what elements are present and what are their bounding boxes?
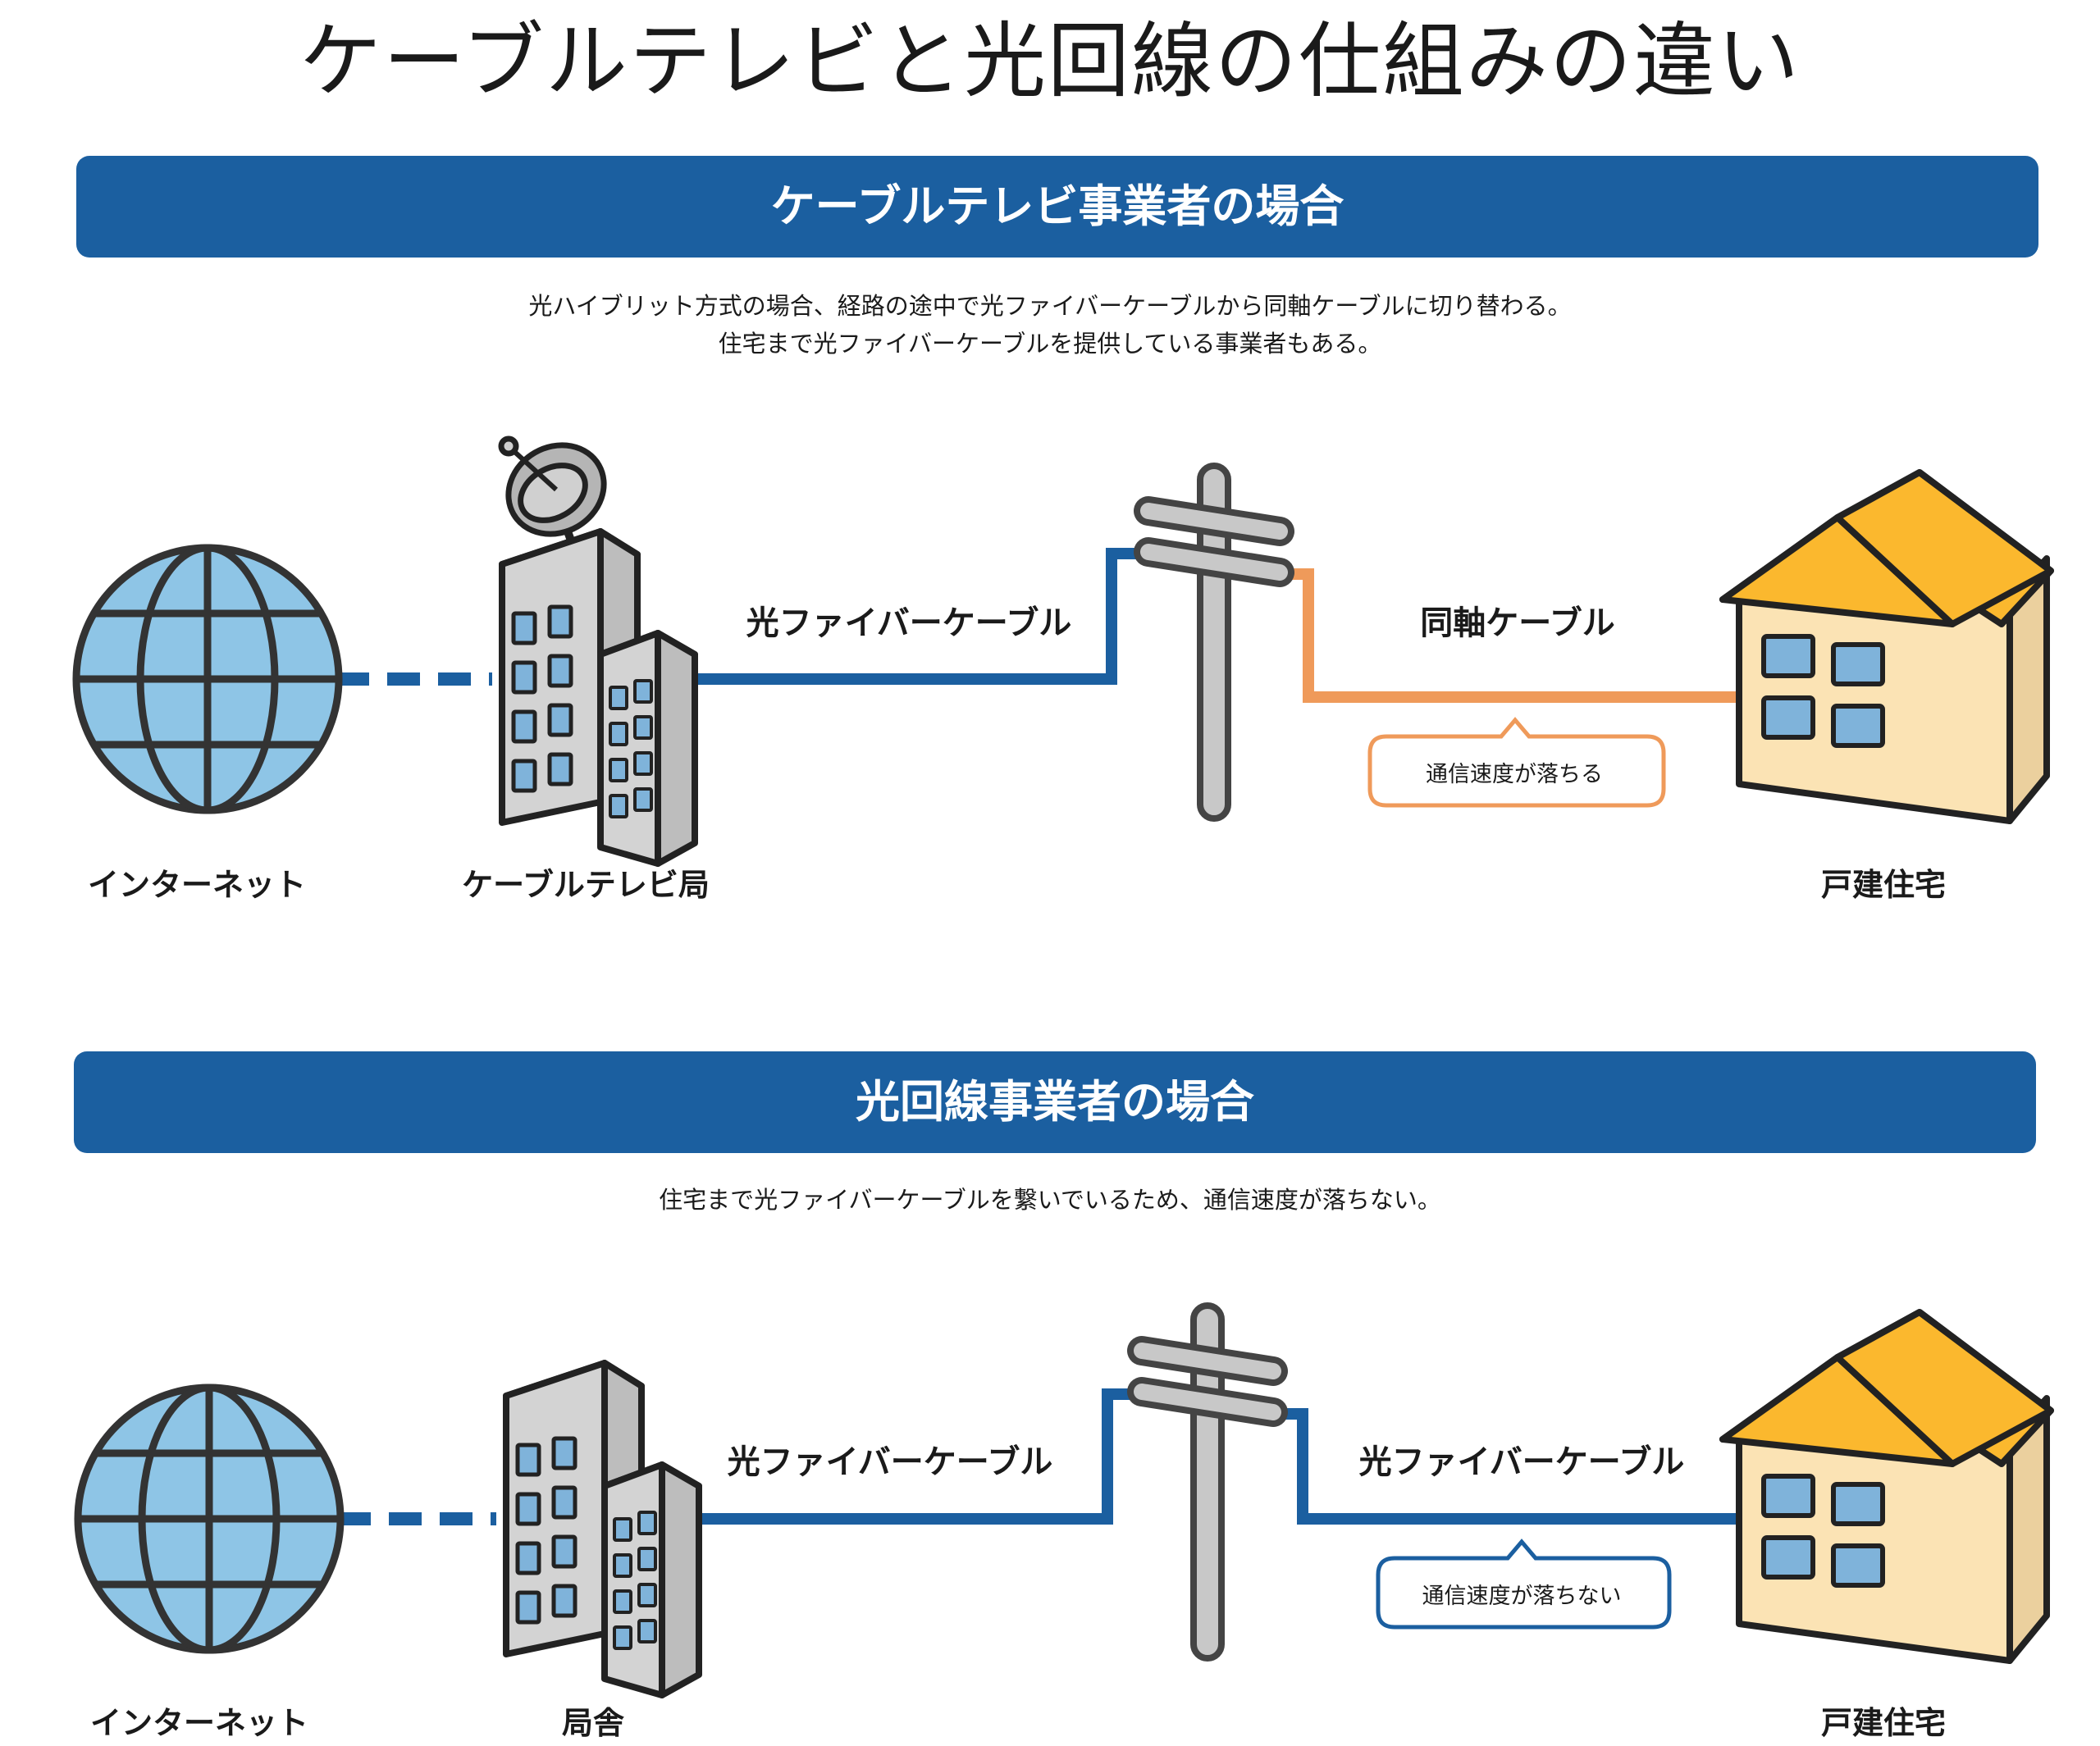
cable-tv-station-icon <box>502 531 695 864</box>
house-icon <box>1723 1312 2051 1661</box>
page-title: ケーブルテレビと光回線の仕組みの違い <box>299 13 1801 109</box>
section2-cable2-label: 光ファイバーケーブル <box>1358 1443 1685 1481</box>
section1-desc-line1: 光ハイブリット方式の場合、経路の途中で光ファイバーケーブルから同軸ケーブルに切り… <box>528 292 1572 320</box>
utility-pole-icon <box>1148 466 1280 818</box>
section2-description: 住宅まで光ファイバーケーブルを繋いでいるため、通信速度が落ちない。 <box>659 1186 1441 1214</box>
section2-note: 通信速度が落ちない <box>1422 1584 1622 1609</box>
section2-label-house: 戸建住宅 <box>1820 1705 1947 1741</box>
section1-note: 通信速度が落ちる <box>1426 762 1603 787</box>
section1-desc-line2: 住宅まで光ファイバーケーブルを提供している事業者もある。 <box>718 330 1382 358</box>
section1-label-station: ケーブルテレビ局 <box>462 867 710 903</box>
section1-heading: ケーブルテレビ事業者の場合 <box>76 156 2038 258</box>
fiber-cable-line-2 <box>1274 1408 1743 1525</box>
section1-cable1-label: 光ファイバーケーブル <box>746 604 1072 642</box>
speed-drop-bubble <box>1367 717 1666 808</box>
station-building-icon <box>506 1363 699 1695</box>
section2-label-internet: インターネット <box>89 1705 309 1741</box>
section1-description: 光ハイブリット方式の場合、経路の途中で光ファイバーケーブルから同軸ケーブルに切り… <box>0 287 2100 362</box>
section2-heading: 光回線事業者の場合 <box>74 1051 2036 1153</box>
section1-diagram <box>76 428 2051 864</box>
section1-cable2-label: 同軸ケーブル <box>1420 604 1615 642</box>
globe-icon <box>76 548 339 810</box>
house-icon <box>1723 472 2051 821</box>
section2-diagram <box>78 1306 2051 1695</box>
globe-icon <box>78 1388 340 1650</box>
section1-label-internet: インターネット <box>87 867 307 903</box>
utility-pole-icon <box>1142 1306 1273 1658</box>
section2-label-station: 局舎 <box>561 1705 625 1741</box>
speed-kept-bubble <box>1376 1539 1672 1630</box>
section1-label-house: 戸建住宅 <box>1820 867 1947 903</box>
section2-cable1-label: 光ファイバーケーブル <box>727 1443 1053 1481</box>
